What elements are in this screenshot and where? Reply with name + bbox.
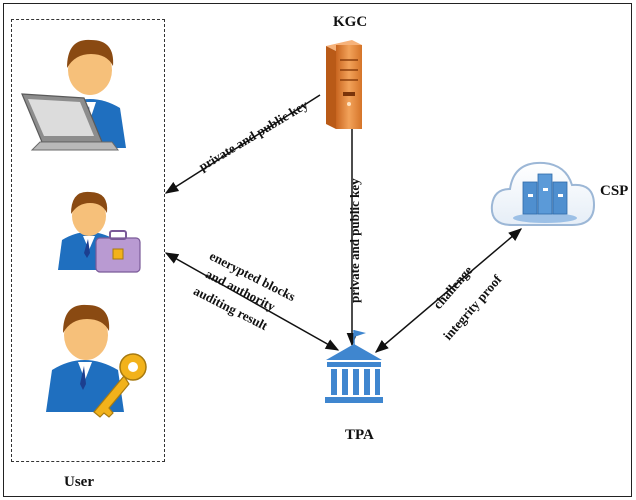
- user-label: User: [64, 474, 94, 490]
- user-briefcase-icon: [58, 191, 141, 273]
- arrow-user-tpa: [164, 252, 340, 351]
- bank-building-icon: [325, 330, 383, 403]
- user-laptop-icon: [21, 39, 126, 151]
- edge-label-kgc-tpa: private and public key: [347, 178, 362, 303]
- arrow-kgc-user: [164, 94, 321, 194]
- user-group-box: [11, 19, 165, 462]
- tpa-label: TPA: [345, 427, 374, 443]
- outer-frame: [3, 3, 632, 497]
- arrow-tpa-csp: [374, 228, 523, 353]
- csp-label: CSP: [600, 183, 629, 199]
- kgc-label: KGC: [333, 14, 368, 30]
- server-icon: [326, 40, 362, 129]
- user-key-icon: [46, 304, 147, 418]
- cloud-server-icon: [490, 161, 596, 226]
